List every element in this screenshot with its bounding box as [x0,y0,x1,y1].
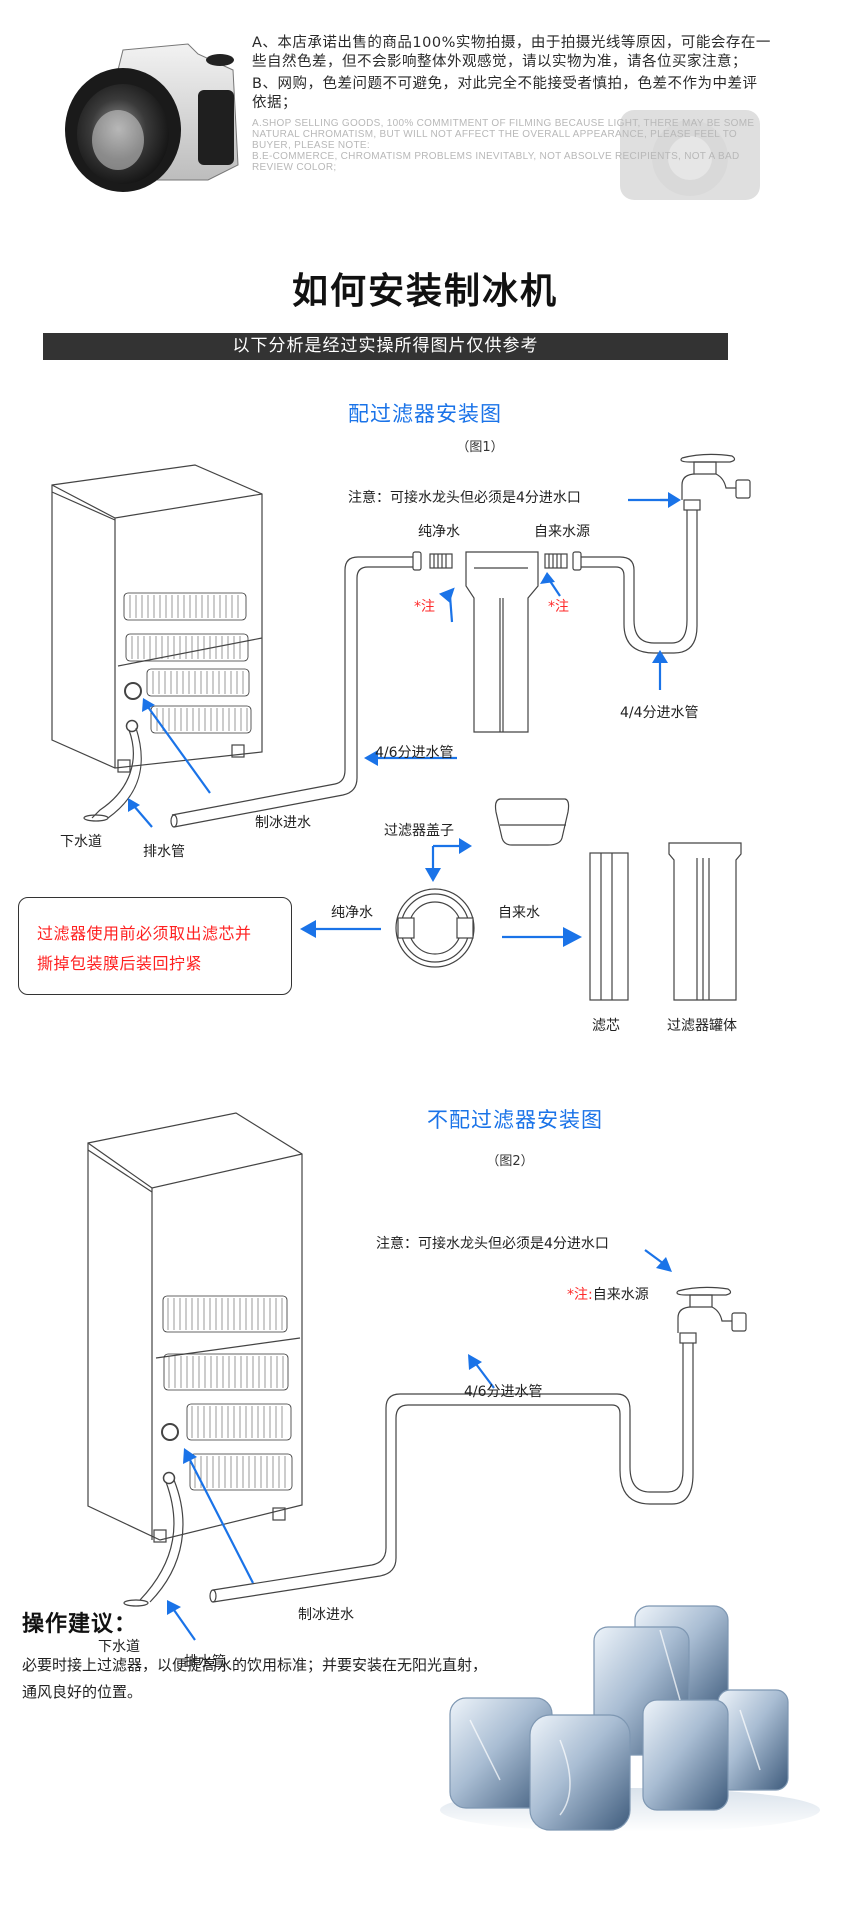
label-sewer: 下水道 [60,834,102,850]
fig2-label-drain-pipe: 排水管 [184,1654,226,1670]
fig2-tap-source-label: *注:自来水源 [567,1284,649,1304]
tips-title: 操作建议： [22,1612,138,1637]
camera-watermark-icon [620,110,760,200]
tips-body: 必要时接上过滤器，以便提高水的饮用标准；并要安装在无阳光直射，通风良好的位置。 [22,1656,488,1701]
ice-cube [717,1689,789,1791]
fig1-note: 注意：可接水龙头但必须是4分进水口 [348,490,581,506]
camera-icon [65,43,239,192]
fig2-label: （图2） [486,1154,534,1169]
fig1-title: 配过滤器安装图 [348,402,502,426]
label-drain-pipe: 排水管 [143,844,185,860]
label-ice-inlet: 制冰进水 [255,815,311,831]
label-pipe-44: 4/4分进水管 [620,705,699,721]
warning-line-1: 过滤器使用前必须取出滤芯并 [37,924,252,943]
label-filter-core: 滤芯 [592,1018,620,1034]
fig2-label-sewer: 下水道 [98,1639,140,1655]
fig1-label: （图1） [456,440,504,455]
ice-cube [642,1699,729,1811]
fig2-tap-source: 自来水源 [592,1287,649,1303]
disclaimer-cn-a: A、本店承诺出售的商品100%实物拍摄，由于拍摄光线等原因，可能会存在一些自然色… [252,35,771,70]
label-pipe-46: 4/6分进水管 [375,745,454,761]
disclaimer-cn-b: B、网购，色差问题不可避免，对此完全不能接受者慎拍，色差不作为中差评依据； [252,76,758,111]
ice-cube [634,1605,729,1717]
fig2-title: 不配过滤器安装图 [427,1108,603,1132]
disclaimer-en-a: A.SHOP SELLING GOODS, 100% COMMITMENT OF… [252,118,755,151]
star-note-right: *注 [548,599,569,615]
fig2-label-pipe-46: 4/6分进水管 [464,1384,543,1400]
arrow-icons [128,492,681,947]
reference-banner: 以下分析是经过实操所得图片仅供参考 [43,333,728,360]
faucet-icon [680,453,751,511]
faucet-icon [676,1286,747,1344]
disclaimer-en-b: B.E-COMMERCE, CHROMATISM PROBLEMS INEVIT… [252,151,740,173]
ice-cube [593,1626,690,1756]
fig2-label-ice-inlet: 制冰进水 [298,1607,354,1623]
disclaimer-block: A、本店承诺出售的商品100%实物拍摄，由于拍摄光线等原因，可能会存在一些自然色… [252,34,772,173]
label-pure-water: 纯净水 [418,524,460,540]
filter-warning-box: 过滤器使用前必须取出滤芯并 撕掉包装膜后装回拧紧 [18,897,292,995]
star-note-left: *注 [414,599,435,615]
ice-cube [529,1714,631,1831]
fig2-star-note: *注: [567,1287,593,1303]
ice-machine-icon [87,1112,303,1543]
label-filter-cap: 过滤器盖子 [384,823,454,839]
ice-machine-icon [51,464,263,773]
label-pure-water-out: 纯净水 [331,905,373,921]
label-tap-water-in: 自来水 [498,905,540,921]
fig2-note: 注意：可接水龙头但必须是4分进水口 [376,1236,609,1252]
page-title: 如何安装制冰机 [291,271,558,312]
ice-cube [449,1697,553,1809]
label-filter-housing: 过滤器罐体 [667,1018,737,1034]
warning-line-2: 撕掉包装膜后装回拧紧 [37,954,203,973]
label-tap-source: 自来水源 [534,524,590,540]
